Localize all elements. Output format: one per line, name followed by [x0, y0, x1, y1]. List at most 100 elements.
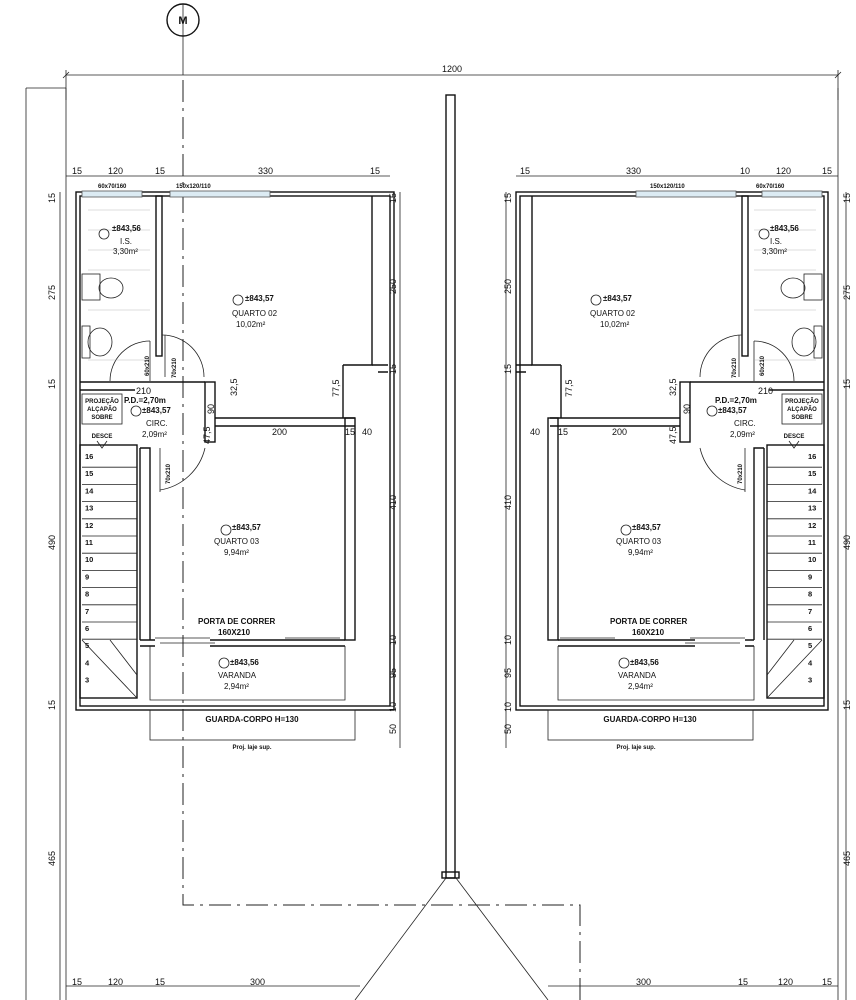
dim-inner-10: 90: [682, 404, 692, 414]
sliding-door-size: 160X210: [632, 628, 665, 637]
stair-step-number: 5: [808, 641, 812, 650]
dim-bottom-1: 120: [108, 977, 123, 987]
quarto2-level: ±843,57: [245, 294, 274, 303]
dim-left-4: 15: [47, 700, 57, 710]
quarto2-name: QUARTO 02: [590, 309, 636, 318]
staircase: [79, 444, 138, 699]
dim-left-4: 10: [503, 635, 513, 645]
circ-level: ±843,57: [718, 406, 747, 415]
circ-area: 2,09m²: [142, 430, 167, 439]
stair-step-number: 14: [85, 486, 94, 495]
stair-step-number: 6: [808, 624, 812, 633]
projection-line: [182, 80, 581, 1000]
room-quarto-03: ±843,57 QUARTO 03 9,94m²: [214, 523, 261, 557]
dim-inner-10: 90: [206, 404, 216, 414]
sink-icon: [81, 325, 91, 359]
stair-step-number: 6: [85, 624, 89, 633]
dim-inner-8: 60x210: [760, 355, 766, 376]
dim-right-4: 10: [388, 635, 398, 645]
quarto3-area: 9,94m²: [628, 548, 653, 557]
dim-bottom-3: 300: [250, 977, 265, 987]
guard-rail: [149, 709, 356, 741]
dim-left-2: 15: [503, 364, 513, 374]
hatch-label-3: SOBRE: [91, 415, 112, 421]
stair-step-number: 3: [808, 676, 812, 685]
hatch-label-3: SOBRE: [791, 415, 812, 421]
dim-window-large: 150x120/110: [176, 184, 211, 190]
hatch-projection: [781, 393, 823, 425]
dim-right-1: 250: [388, 279, 398, 294]
hatch-label-2: ALÇAPÃO: [787, 406, 817, 413]
guard-rail: [547, 709, 754, 741]
dim-top-1: 330: [626, 166, 641, 176]
room-quarto-02: ±843,57 QUARTO 02 10,02m²: [590, 294, 636, 329]
dim-top-3: 330: [258, 166, 273, 176]
staircase: [766, 444, 825, 699]
lot-outline: [25, 87, 839, 1000]
is-name: I.S.: [120, 237, 132, 246]
dim-right-4: 15: [842, 700, 852, 710]
dim-inner-9: 70x210: [738, 463, 744, 484]
room-circ: P.D.=2,70m ±843,57 CIRC. 2,09m²: [706, 396, 757, 439]
varanda-name: VARANDA: [618, 671, 657, 680]
dim-top-0: 15: [72, 166, 82, 176]
varanda-level: ±843,56: [630, 658, 659, 667]
dim-bottom-2: 15: [155, 977, 165, 987]
sink-icon: [813, 325, 823, 359]
room-varanda: ±843,56 VARANDA 2,94m²: [618, 657, 659, 691]
north-symbol-label: M: [178, 15, 187, 27]
circ-name: CIRC.: [734, 419, 756, 428]
sliding-door-size: 160X210: [218, 628, 251, 637]
dim-right-2: 15: [842, 379, 852, 389]
dim-right-3: 490: [842, 535, 852, 550]
circ-pd: P.D.=2,70m: [715, 396, 757, 405]
dim-left-6: 10: [503, 702, 513, 712]
dim-window-small: 60x70/160: [98, 184, 127, 190]
dim-inner-7: 70x210: [172, 357, 178, 378]
stair-step-number: 16: [808, 452, 816, 461]
varanda-level: ±843,56: [230, 658, 259, 667]
quarto3-name: QUARTO 03: [616, 537, 662, 546]
circ-area: 2,09m²: [730, 430, 755, 439]
dim-top-1: 120: [108, 166, 123, 176]
dim-left-1: 250: [503, 279, 513, 294]
dim-inner-7: 70x210: [732, 357, 738, 378]
is-area: 3,30m²: [113, 247, 138, 256]
dim-inner-3: 200: [272, 427, 287, 437]
toilet-icon: [803, 273, 823, 301]
dim-inner-2: 47,5: [202, 426, 212, 444]
stair-step-number: 14: [808, 486, 817, 495]
varanda-area: 2,94m²: [224, 682, 249, 691]
dim-left-1: 275: [47, 285, 57, 300]
stair-step-number: 3: [85, 676, 89, 685]
slab-projection-label: Proj. laje sup.: [616, 745, 655, 751]
dim-inner-1: 32,5: [229, 378, 239, 396]
toilet-icon: [81, 273, 101, 301]
stair-desce-label: DESCE: [92, 434, 113, 440]
dim-left-5: 465: [47, 851, 57, 866]
dim-left-3: 410: [503, 495, 513, 510]
window-60x70: [81, 190, 143, 198]
dim-inner-4: 15: [345, 427, 355, 437]
quarto3-level: ±843,57: [232, 523, 261, 532]
hatch-projection: [81, 393, 123, 425]
stair-step-number: 10: [85, 555, 93, 564]
dim-top-2: 10: [740, 166, 750, 176]
dim-left-5: 95: [503, 668, 513, 678]
quarto3-name: QUARTO 03: [214, 537, 260, 546]
is-level: ±843,56: [112, 224, 141, 233]
room-is: ±843,56 I.S. 3,30m²: [98, 224, 141, 256]
dim-left-0: 15: [47, 193, 57, 203]
dim-top-0: 15: [520, 166, 530, 176]
dim-right-3: 410: [388, 495, 398, 510]
dim-inner-6: 210: [136, 386, 151, 396]
window-60x70: [761, 190, 823, 198]
north-arrow: M: [166, 3, 200, 75]
hatch-label-1: PROJEÇÃO: [85, 398, 119, 405]
dim-left-2: 15: [47, 379, 57, 389]
stair-step-number: 15: [808, 469, 816, 478]
